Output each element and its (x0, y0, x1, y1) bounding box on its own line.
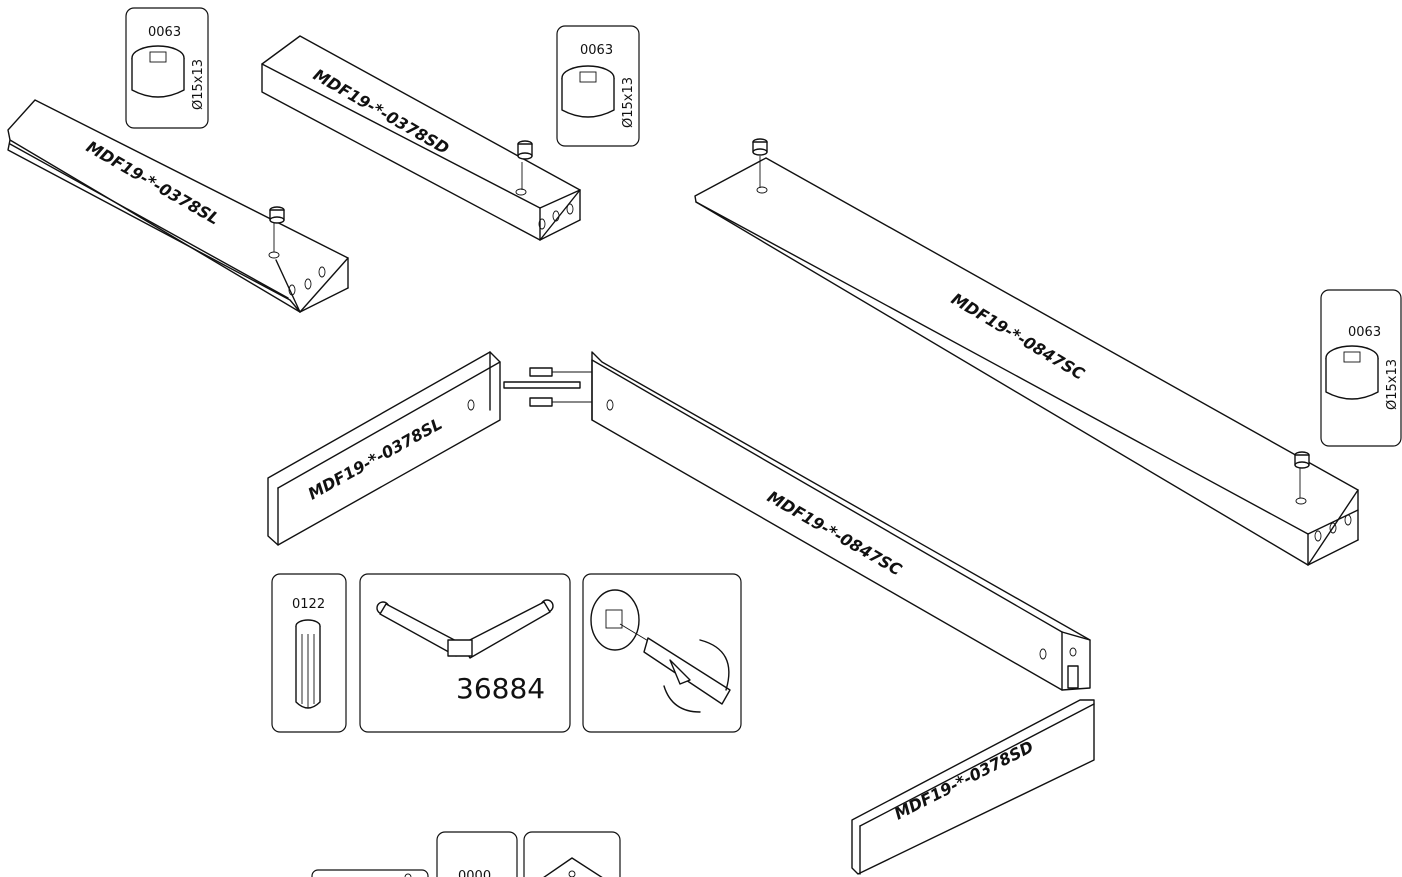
svg-text:Ø15x13: Ø15x13 (621, 77, 636, 128)
wooden-dowel-icon (295, 619, 321, 709)
svg-text:Ø15x13: Ø15x13 (191, 59, 206, 110)
svg-text:0063: 0063 (1348, 325, 1381, 340)
cam-lock-small-icon (269, 206, 285, 224)
connector-bolt-icon (376, 599, 554, 659)
connector-callout: 36884 (359, 573, 571, 733)
cam-lock-small-icon (1294, 451, 1310, 469)
partial-callouts: 0000 (311, 831, 621, 877)
svg-text:36884: 36884 (456, 672, 545, 705)
cam-lock-callout: 0063 Ø15x13 (1320, 289, 1402, 447)
svg-text:0122: 0122 (292, 597, 325, 612)
svg-text:0063: 0063 (148, 25, 181, 40)
svg-text:Ø15x13: Ø15x13 (1385, 359, 1400, 410)
cam-lock-icon (1325, 345, 1379, 400)
cam-lock-callout: 0063 Ø15x13 (125, 7, 209, 129)
cam-lock-icon (131, 45, 185, 98)
screwdriver-rotate-icon (590, 589, 731, 713)
cam-lock-icon (561, 65, 615, 118)
svg-text:0000: 0000 (458, 869, 491, 877)
dowel-callout: 0122 (271, 573, 347, 733)
board-top-sd: MDF19-*-0378SD (261, 35, 581, 241)
cam-lock-small-icon (517, 140, 533, 160)
tool-callout (582, 573, 742, 733)
board-mid-sl: MDF19-*-0378SL (267, 351, 501, 546)
cam-lock-callout: 0063 Ø15x13 (556, 25, 640, 147)
connector-hardware (503, 367, 592, 407)
cam-lock-small-icon (752, 138, 768, 156)
board-top-left-sl: MDF19-*-0378SL (7, 99, 349, 313)
board-bottom-sd: MDF19-*-0378SD (851, 699, 1095, 875)
svg-text:0063: 0063 (580, 43, 613, 58)
